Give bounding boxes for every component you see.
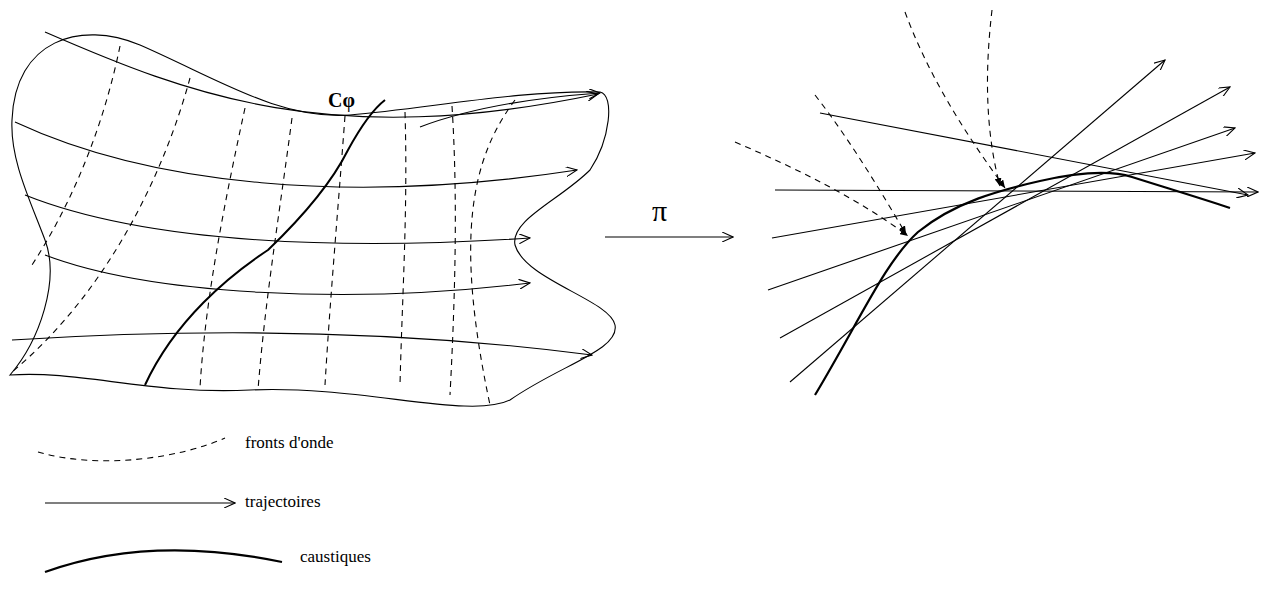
projected-trajectories: [768, 60, 1258, 382]
trajectories: [12, 32, 600, 355]
projection-label: π: [652, 196, 667, 226]
legend-text: fronts d'onde: [245, 434, 334, 451]
projection-arrow: [605, 236, 733, 237]
manifold-label: Cφ: [328, 90, 355, 110]
legend-thick-sample: [45, 550, 282, 572]
legend-text: trajectoires: [245, 493, 321, 510]
surface-outline: [10, 35, 615, 406]
projected-wave-fronts: [735, 10, 1005, 236]
wave-fronts: [12, 46, 515, 405]
caustic-curve: [145, 100, 385, 385]
legend-arrow-sample: [45, 502, 235, 503]
legend-text: caustiques: [300, 548, 371, 565]
legend-dashed-sample: [38, 438, 225, 461]
